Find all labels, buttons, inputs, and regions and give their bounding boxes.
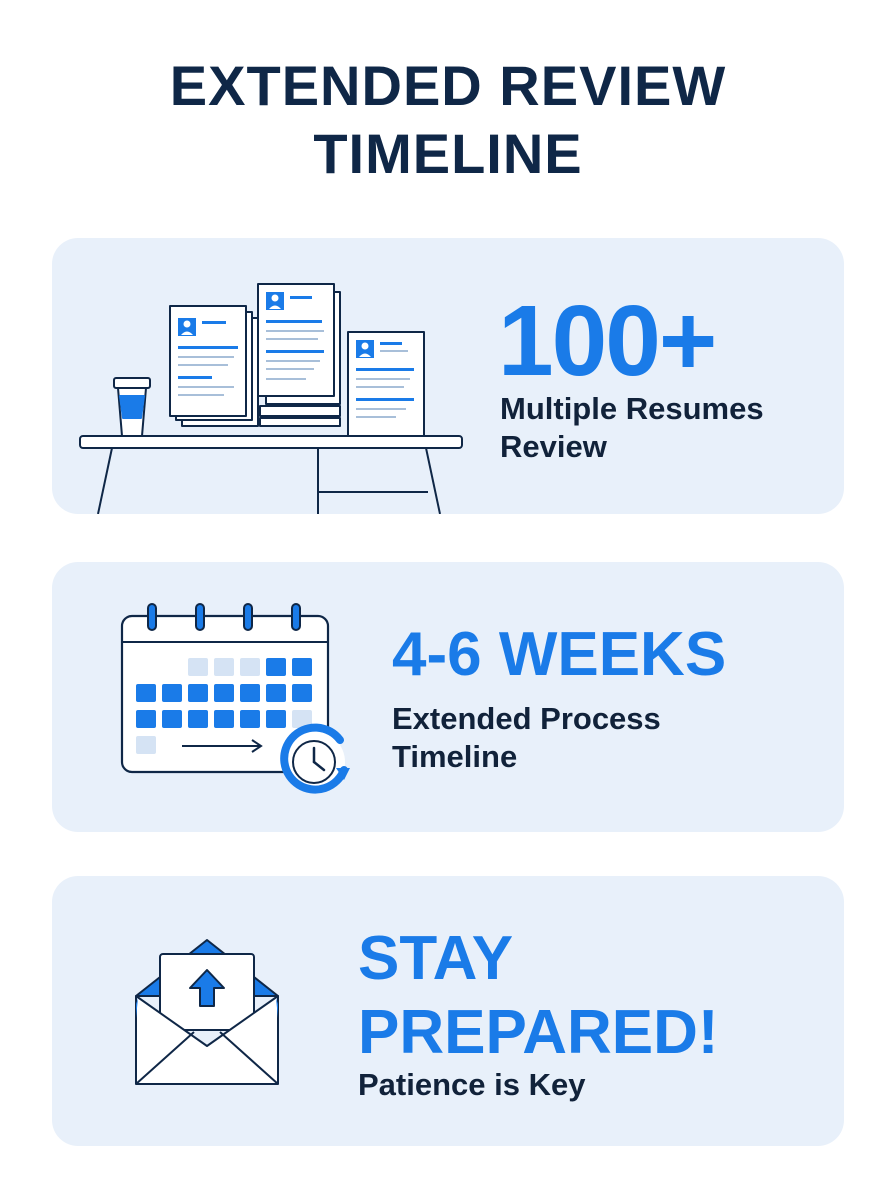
title-line-2: TIMELINE (313, 122, 583, 185)
envelope-upload-icon (135, 939, 279, 1085)
resumes-headline: 100+ (498, 285, 717, 397)
title-line-1: EXTENDED REVIEW (169, 54, 727, 117)
prepared-headline-line-2: PREPARED! (358, 998, 719, 1067)
prepared-subtitle: Patience is Key (358, 1067, 586, 1102)
prepared-headline: STAY PREPARED! (358, 922, 719, 1070)
resumes-subtitle-line-2: Review (500, 429, 607, 464)
resumes-subtitle: Multiple Resumes Review (500, 390, 830, 466)
resumes-card: 100+ Multiple Resumes Review (52, 238, 844, 514)
prepared-headline-line-1: STAY (358, 924, 514, 993)
timeline-subtitle-line-1: Extended Process (392, 701, 661, 736)
timeline-subtitle-line-2: Timeline (392, 739, 518, 774)
timeline-headline: 4-6 WEEKS (392, 620, 727, 689)
timeline-card: 4-6 WEEKS Extended Process Timeline (52, 562, 844, 832)
page-title: EXTENDED REVIEW TIMELINE (0, 52, 896, 188)
resume-desk-icon (79, 283, 463, 514)
calendar-clock-icon (120, 603, 350, 794)
prepared-card: STAY PREPARED! Patience is Key (52, 876, 844, 1146)
timeline-subtitle: Extended Process Timeline (392, 700, 752, 776)
resumes-subtitle-line-1: Multiple Resumes (500, 391, 764, 426)
